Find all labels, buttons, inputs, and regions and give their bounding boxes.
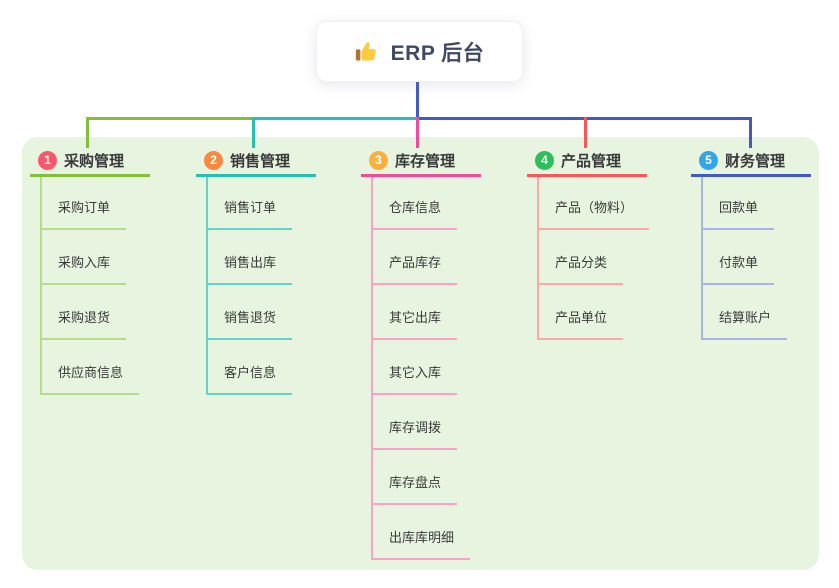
connector-drop-branch-2 (252, 117, 255, 148)
leaf-node[interactable]: 客户信息 (208, 340, 293, 395)
leaf-node[interactable]: 销售订单 (208, 177, 293, 230)
branch-label: 库存管理 (395, 152, 456, 170)
leaf-node[interactable]: 产品（物料） (539, 177, 650, 230)
leaf-node[interactable]: 采购订单 (42, 177, 127, 230)
connector-bus-branch-2 (253, 117, 418, 120)
leaf-node[interactable]: 产品分类 (539, 230, 624, 285)
branch-node-purchase[interactable]: 1 采购管理 (30, 146, 150, 177)
branch-children-sales: 销售订单 销售出库 销售退货 客户信息 (206, 177, 293, 395)
root-node-label: ERP 后台 (390, 41, 485, 65)
leaf-node[interactable]: 库存盘点 (373, 450, 458, 505)
branch-number-badge: 4 (535, 150, 554, 170)
branch-number-badge: 3 (369, 150, 388, 170)
branch-node-sales[interactable]: 2 销售管理 (196, 146, 316, 177)
connector-drop-branch-1 (86, 117, 89, 148)
branch-children-product: 产品（物料） 产品分类 产品单位 (537, 177, 650, 340)
leaf-node[interactable]: 销售出库 (208, 230, 293, 285)
leaf-node[interactable]: 付款单 (703, 230, 775, 285)
branch-node-inventory[interactable]: 3 库存管理 (361, 146, 481, 177)
branch-children-finance: 回款单 付款单 结算账户 (701, 177, 788, 340)
connector-drop-branch-5 (749, 117, 752, 148)
leaf-node[interactable]: 其它出库 (373, 285, 458, 340)
thumbs-up-icon (355, 39, 380, 64)
leaf-node[interactable]: 采购入库 (42, 230, 127, 285)
leaf-node[interactable]: 回款单 (703, 177, 775, 230)
leaf-node[interactable]: 结算账户 (703, 285, 788, 340)
branch-number-badge: 2 (204, 150, 223, 170)
connector-drop-branch-4 (584, 117, 587, 148)
leaf-node[interactable]: 库存调拨 (373, 395, 458, 450)
leaf-node[interactable]: 供应商信息 (42, 340, 140, 395)
connector-root (416, 82, 419, 118)
branches-background-panel (22, 137, 819, 570)
leaf-node[interactable]: 其它入库 (373, 340, 458, 395)
leaf-node[interactable]: 仓库信息 (373, 177, 458, 230)
leaf-node[interactable]: 产品库存 (373, 230, 458, 285)
branch-children-purchase: 采购订单 采购入库 采购退货 供应商信息 (40, 177, 140, 395)
branch-node-finance[interactable]: 5 财务管理 (691, 146, 811, 177)
leaf-node[interactable]: 产品单位 (539, 285, 624, 340)
connector-bus-branch-1 (86, 117, 253, 120)
branch-label: 产品管理 (561, 152, 622, 170)
branch-label: 采购管理 (64, 152, 125, 170)
branch-number-badge: 5 (699, 150, 718, 170)
branch-children-inventory: 仓库信息 产品库存 其它出库 其它入库 库存调拨 库存盘点 出库库明细 (371, 177, 471, 560)
leaf-node[interactable]: 销售退货 (208, 285, 293, 340)
branch-label: 销售管理 (230, 152, 291, 170)
leaf-node[interactable]: 采购退货 (42, 285, 127, 340)
branch-label: 财务管理 (725, 152, 786, 170)
branch-node-product[interactable]: 4 产品管理 (527, 146, 647, 177)
root-node[interactable]: ERP 后台 (316, 21, 523, 82)
connector-drop-branch-3 (416, 117, 419, 148)
branch-number-badge: 1 (38, 150, 57, 170)
leaf-node[interactable]: 出库库明细 (373, 505, 471, 560)
